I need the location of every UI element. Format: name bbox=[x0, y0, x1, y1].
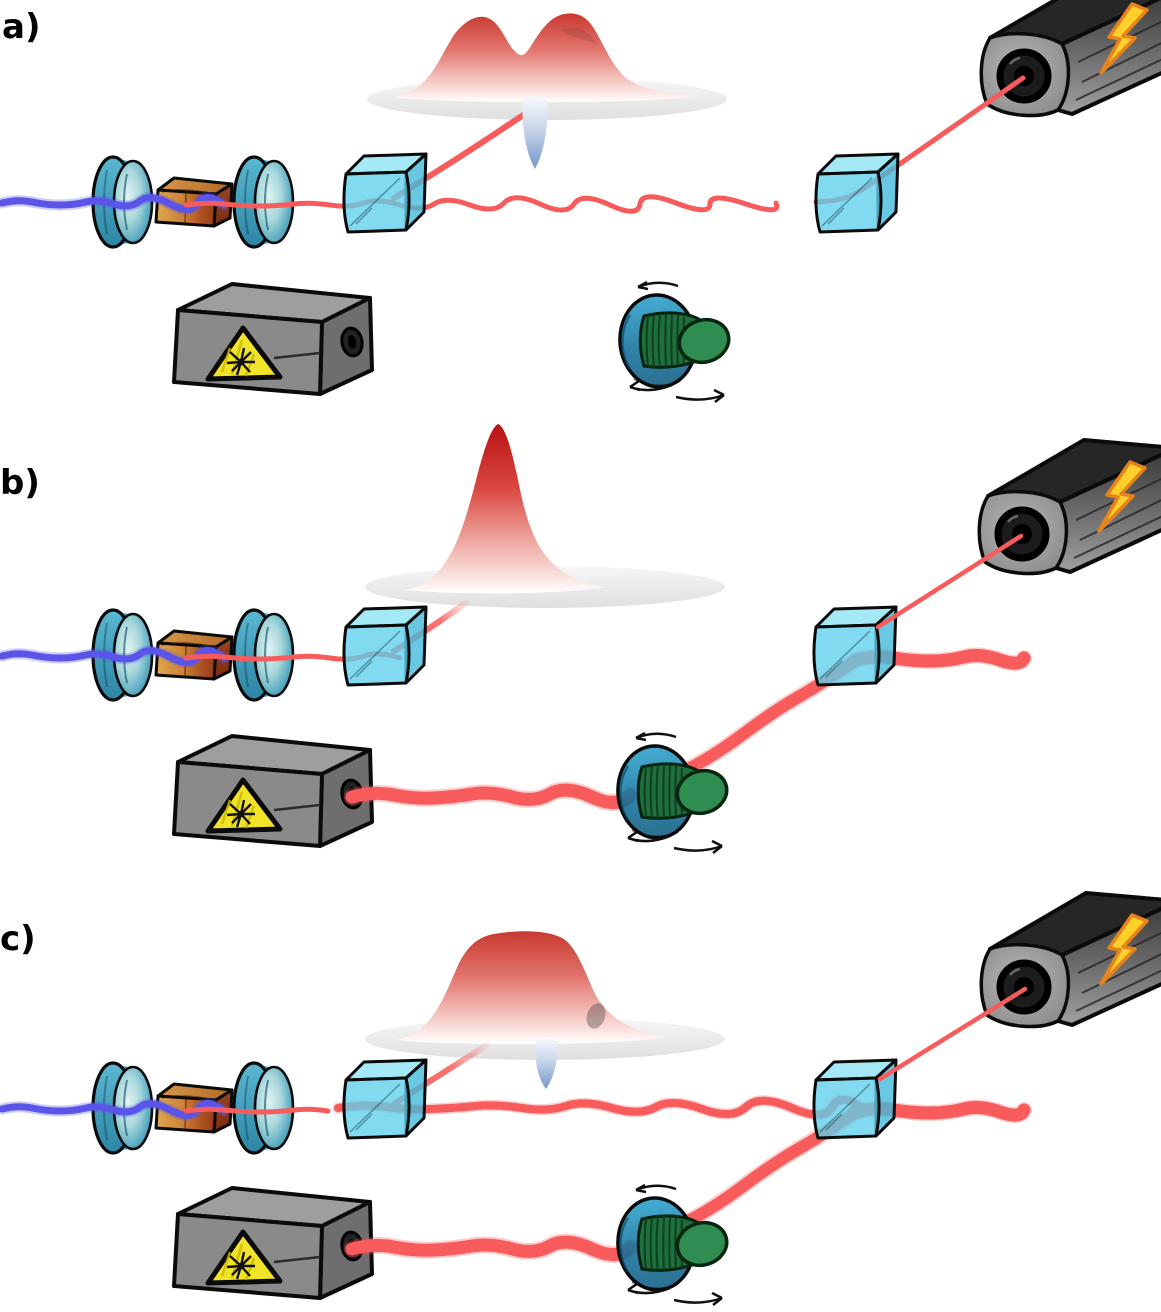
surface-negative-dip bbox=[535, 1037, 558, 1089]
pump-beam-blue bbox=[0, 647, 228, 666]
mode-profile-surface-b bbox=[365, 424, 725, 608]
pump-beam-blue bbox=[0, 1100, 228, 1119]
panel-a: a) bbox=[0, 0, 1161, 404]
photodetector bbox=[981, 893, 1161, 1027]
local-oscillator-beam bbox=[345, 1235, 637, 1261]
beam-splitter-cube-1 bbox=[342, 605, 428, 687]
laser-box bbox=[174, 284, 372, 394]
local-oscillator-beam bbox=[345, 783, 637, 809]
lens-2 bbox=[232, 1061, 295, 1155]
beam-splitter-cube-2 bbox=[812, 1058, 898, 1140]
beam-splitter-cube-2 bbox=[814, 152, 900, 234]
mode-profile-surface-a bbox=[367, 13, 727, 120]
pump-beam-blue bbox=[0, 194, 228, 213]
signal-beam-red bbox=[183, 194, 780, 214]
beam-to-detector bbox=[877, 986, 1028, 1082]
signal-beam-red bbox=[183, 1106, 331, 1115]
laser-box bbox=[174, 1188, 372, 1298]
panel-a-label: a) bbox=[2, 7, 40, 47]
surface-flat-top bbox=[396, 931, 668, 1045]
panel-b: b) bbox=[0, 424, 1161, 855]
photodetector bbox=[981, 0, 1161, 116]
panel-c-label: c) bbox=[0, 919, 36, 959]
panel-c: c) bbox=[0, 893, 1161, 1307]
photodetector bbox=[979, 440, 1161, 574]
surface-two-lobes bbox=[392, 13, 700, 103]
lens-2 bbox=[232, 608, 295, 702]
surface-gaussian-peak bbox=[404, 424, 606, 594]
signal-beam-between-cubes bbox=[334, 1095, 866, 1119]
lens-2 bbox=[232, 155, 295, 249]
beam-splitter-cube-1 bbox=[342, 152, 428, 234]
beam-to-detector bbox=[875, 533, 1024, 630]
beams-c bbox=[0, 1040, 1032, 1263]
beam-splitter-cube-2 bbox=[812, 605, 898, 687]
surface-negative-dip bbox=[522, 96, 548, 169]
beam-splitter-cube-1 bbox=[342, 1058, 428, 1140]
panel-b-label: b) bbox=[0, 463, 40, 503]
laser-box bbox=[174, 736, 372, 846]
